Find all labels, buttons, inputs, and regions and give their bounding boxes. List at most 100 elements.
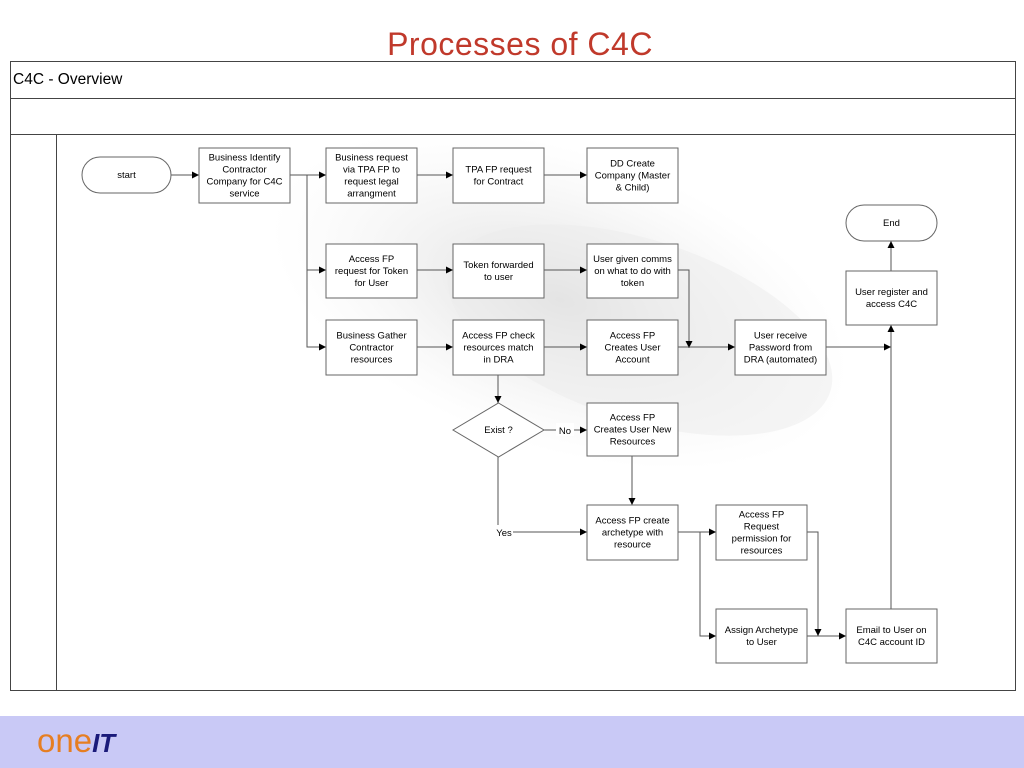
node-label-access-fp-creates-account-line-1: Access FP: [610, 331, 655, 342]
node-label-access-fp-request-token-line-2: request for Token: [335, 266, 408, 277]
node-shape-access-fp-creates-account: [586, 319, 679, 376]
node-label-access-fp-check-line-1: Access FP check: [462, 331, 535, 342]
node-label-business-request-line-3: request legal: [344, 177, 398, 188]
node-label-assign-archetype-line-1: Assign Archetype: [725, 625, 798, 636]
node-label-access-fp-check-line-2: resources match: [463, 343, 533, 354]
node-label-exist-decision-line-1: Exist ?: [484, 425, 513, 436]
node-label-business-gather-line-3: resources: [351, 355, 393, 366]
node-label-access-fp-create-archetype-line-3: resource: [614, 540, 651, 551]
node-shape-dd-create-company: [586, 147, 679, 204]
flow-arrow-21: [807, 531, 822, 636]
node-label-tpa-fp-request-line-2: for Contract: [474, 177, 524, 188]
node-shape-access-fp-create-archetype: [586, 504, 679, 561]
node-label-business-identify-line-3: Company for C4C: [206, 177, 282, 188]
node-label-access-fp-creates-account-line-2: Creates User: [605, 343, 661, 354]
node-shape-access-fp-check: [452, 319, 545, 376]
node-label-business-identify-line-2: Contractor: [222, 165, 266, 176]
node-label-business-identify-line-1: Business Identify: [209, 153, 281, 164]
node-label-user-receive-password-line-1: User receive: [754, 331, 807, 342]
node-label-access-fp-request-token-line-3: for User: [355, 278, 389, 289]
edge-label-bg-no: [556, 423, 574, 436]
node-shape-email-to-user: [845, 608, 938, 664]
node-label-business-request-line-4: arrangment: [347, 189, 396, 200]
node-label-dd-create-company-line-1: DD Create: [610, 159, 655, 170]
node-shape-access-fp-request-permission: [715, 504, 808, 561]
node-label-access-fp-creates-resources-line-2: Creates User New: [594, 425, 672, 436]
node-shape-user-given-comms: [586, 243, 679, 299]
node-shape-user-register: [845, 270, 938, 326]
node-label-access-fp-check-line-3: in DRA: [483, 355, 514, 366]
node-shape-assign-archetype: [715, 608, 808, 664]
node-label-start-line-1: start: [117, 170, 136, 181]
node-label-access-fp-creates-resources-line-3: Resources: [610, 437, 656, 448]
node-label-access-fp-request-token-line-1: Access FP: [349, 254, 394, 265]
node-shape-business-request: [325, 147, 418, 204]
node-label-user-register-line-1: User register and: [855, 287, 928, 298]
edge-label-yes: Yes: [496, 528, 512, 539]
node-label-token-forwarded-line-2: to user: [484, 272, 513, 283]
node-label-end-line-1: End: [883, 218, 900, 229]
node-shape-business-gather: [325, 319, 418, 376]
node-label-dd-create-company-line-2: Company (Master: [595, 171, 671, 182]
node-label-user-register-line-2: access C4C: [866, 299, 917, 310]
node-label-business-request-line-1: Business request: [335, 153, 408, 164]
node-shape-token-forwarded: [452, 243, 545, 299]
logo-it-text: IT: [92, 728, 116, 758]
node-label-access-fp-request-permission-line-2: Request: [744, 522, 780, 533]
node-shape-business-identify: [198, 147, 291, 204]
node-label-tpa-fp-request-line-1: TPA FP request: [465, 165, 532, 176]
node-exist-decision: Exist ?: [452, 402, 545, 458]
flow-arrow-6: [306, 270, 326, 351]
node-shape-end: [845, 204, 938, 242]
node-shape-user-receive-password: [734, 319, 827, 376]
node-label-assign-archetype-line-2: to User: [746, 637, 777, 648]
lane-divider: [56, 134, 57, 691]
node-shape-exist-decision: [452, 402, 545, 458]
background-watermark: [270, 129, 850, 471]
node-label-business-gather-line-1: Business Gather: [336, 331, 406, 342]
edge-label-no: No: [559, 426, 571, 437]
node-label-business-request-line-2: via TPA FP to: [343, 165, 400, 176]
node-label-user-given-comms-line-1: User given comms: [593, 254, 672, 265]
node-label-access-fp-create-archetype-line-2: archetype with: [602, 528, 663, 539]
node-label-email-to-user-line-1: Email to User on: [856, 625, 926, 636]
node-shape-access-fp-creates-resources: [586, 402, 679, 457]
frame-subheader: [10, 98, 1016, 135]
node-label-user-receive-password-line-2: Password from: [749, 343, 812, 354]
node-label-user-given-comms-line-3: token: [621, 278, 644, 289]
node-label-user-receive-password-line-3: DRA (automated): [744, 355, 817, 366]
node-label-token-forwarded-line-1: Token forwarded: [463, 260, 533, 271]
oneit-logo: oneIT: [37, 722, 115, 760]
node-label-access-fp-request-permission-line-3: permission for: [732, 534, 792, 545]
node-label-email-to-user-line-2: C4C account ID: [858, 637, 925, 648]
flow-arrow-9: [678, 269, 693, 348]
node-label-user-given-comms-line-2: on what to do with: [594, 266, 671, 277]
node-label-business-gather-line-2: Contractor: [349, 343, 393, 354]
footer-bar: [0, 716, 1024, 768]
node-label-access-fp-creates-resources-line-1: Access FP: [610, 413, 655, 424]
node-label-access-fp-create-archetype-line-1: Access FP create: [595, 516, 669, 527]
node-label-dd-create-company-line-3: & Child): [616, 183, 650, 194]
flow-arrow-17: [497, 457, 587, 536]
node-end: End: [845, 204, 938, 242]
node-label-access-fp-creates-account-line-3: Account: [615, 355, 650, 366]
